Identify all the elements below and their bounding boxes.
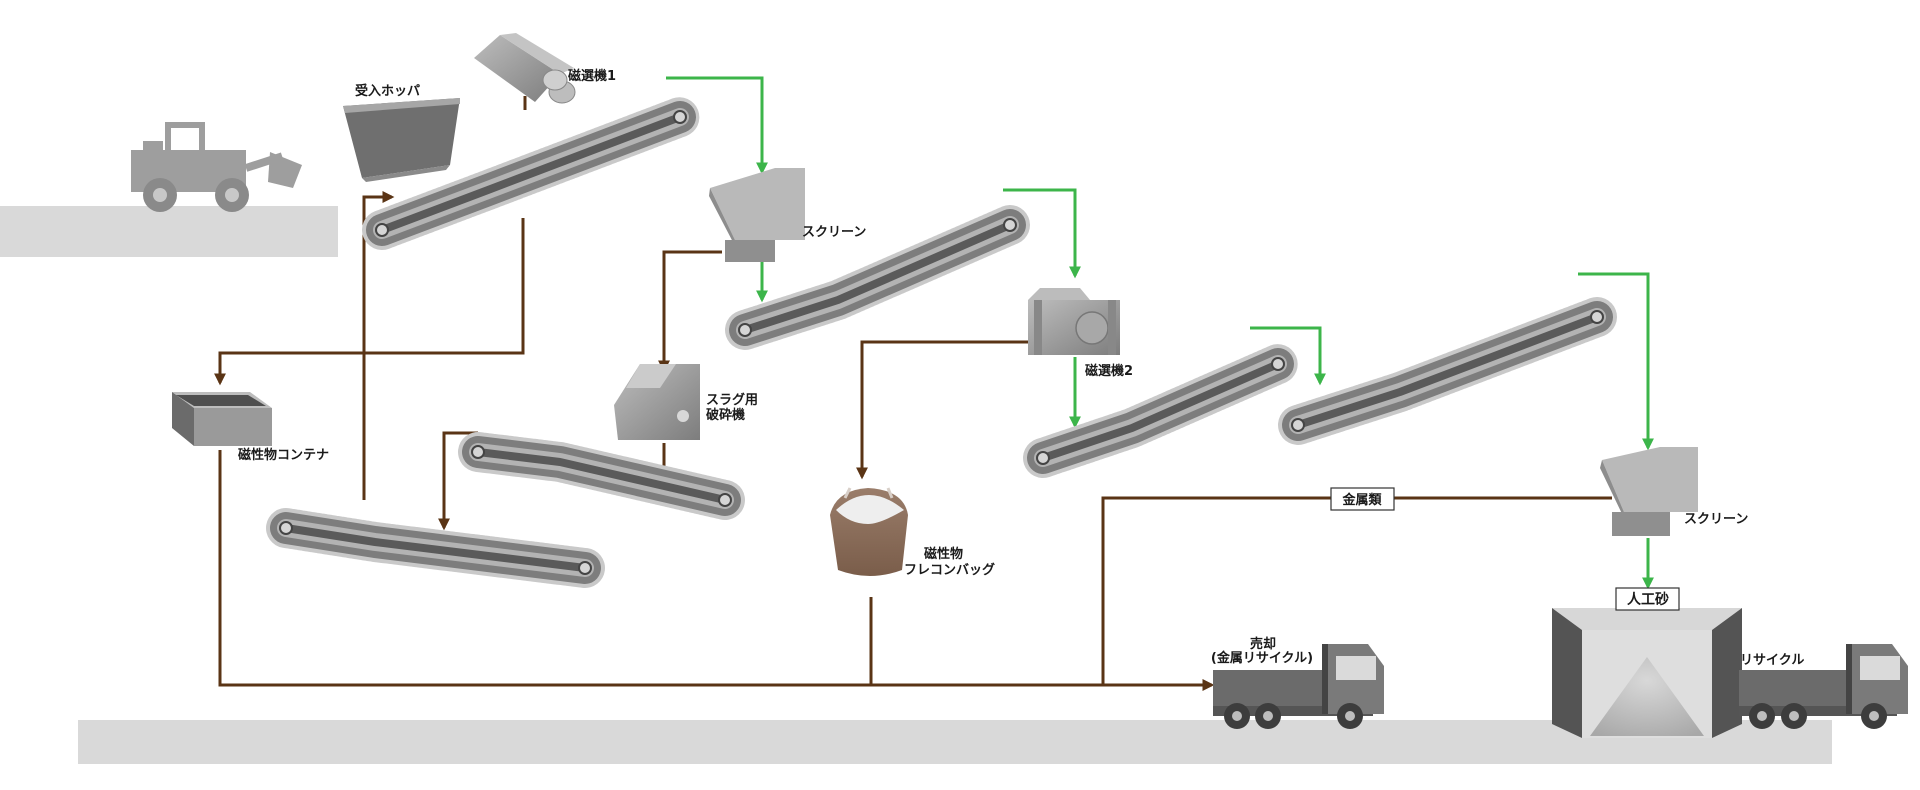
magnetic-separator-2 — [1028, 288, 1120, 355]
conveyor-screen1 — [725, 205, 1030, 350]
sand-label-box — [1615, 587, 1680, 611]
slag-label-line1: スラグ用 — [706, 392, 758, 408]
sale-label-line1: 売却 — [1250, 636, 1276, 652]
wheel-loader — [131, 122, 302, 212]
screen-1 — [709, 168, 805, 262]
ground-bottom — [78, 720, 1832, 764]
sand-silo — [1552, 608, 1742, 738]
conveyor-hopper — [362, 97, 700, 250]
mag2-label: 磁選機2 — [1085, 363, 1133, 379]
conveyor-to-screen2 — [1278, 297, 1617, 445]
recycle-label: リサイクル — [1740, 653, 1804, 668]
metals-label: 金属類 — [1341, 492, 1382, 508]
screen2-label: スクリーン — [1684, 512, 1748, 527]
hopper-label: 受入ホッパ — [355, 83, 420, 99]
ground-upper-left — [0, 206, 338, 257]
conveyor-crusher-return — [458, 432, 745, 520]
flecon-bag — [830, 487, 908, 576]
magnetic-container — [172, 392, 272, 446]
magnetic-separator-1 — [474, 33, 576, 104]
conveyors — [266, 97, 1617, 588]
conveyor-lower — [266, 508, 605, 588]
mag1-label: 磁選機1 — [568, 68, 616, 84]
metals-box: 金属類 — [1330, 487, 1395, 511]
screen1-label: スクリーン — [802, 225, 866, 240]
sand-label: 人工砂 — [1627, 591, 1669, 608]
dump-truck-sale — [1213, 644, 1384, 729]
dump-truck-recycle — [1739, 644, 1908, 729]
slag-label-line2: 破砕機 — [706, 407, 745, 423]
sale-label-line2: (金属リサイクル) — [1211, 650, 1313, 666]
conveyor-after-mag2 — [1023, 344, 1298, 478]
screen-2 — [1600, 447, 1698, 536]
green-flow-lines — [666, 76, 1654, 590]
brown-flow-lines — [214, 96, 1612, 691]
container-label: 磁性物コンテナ — [238, 447, 329, 463]
flecon-label-line2: フレコンバッグ — [904, 562, 995, 578]
slag-crusher — [614, 364, 700, 440]
hopper — [343, 98, 460, 182]
flecon-label-line1: 磁性物 — [924, 546, 963, 562]
